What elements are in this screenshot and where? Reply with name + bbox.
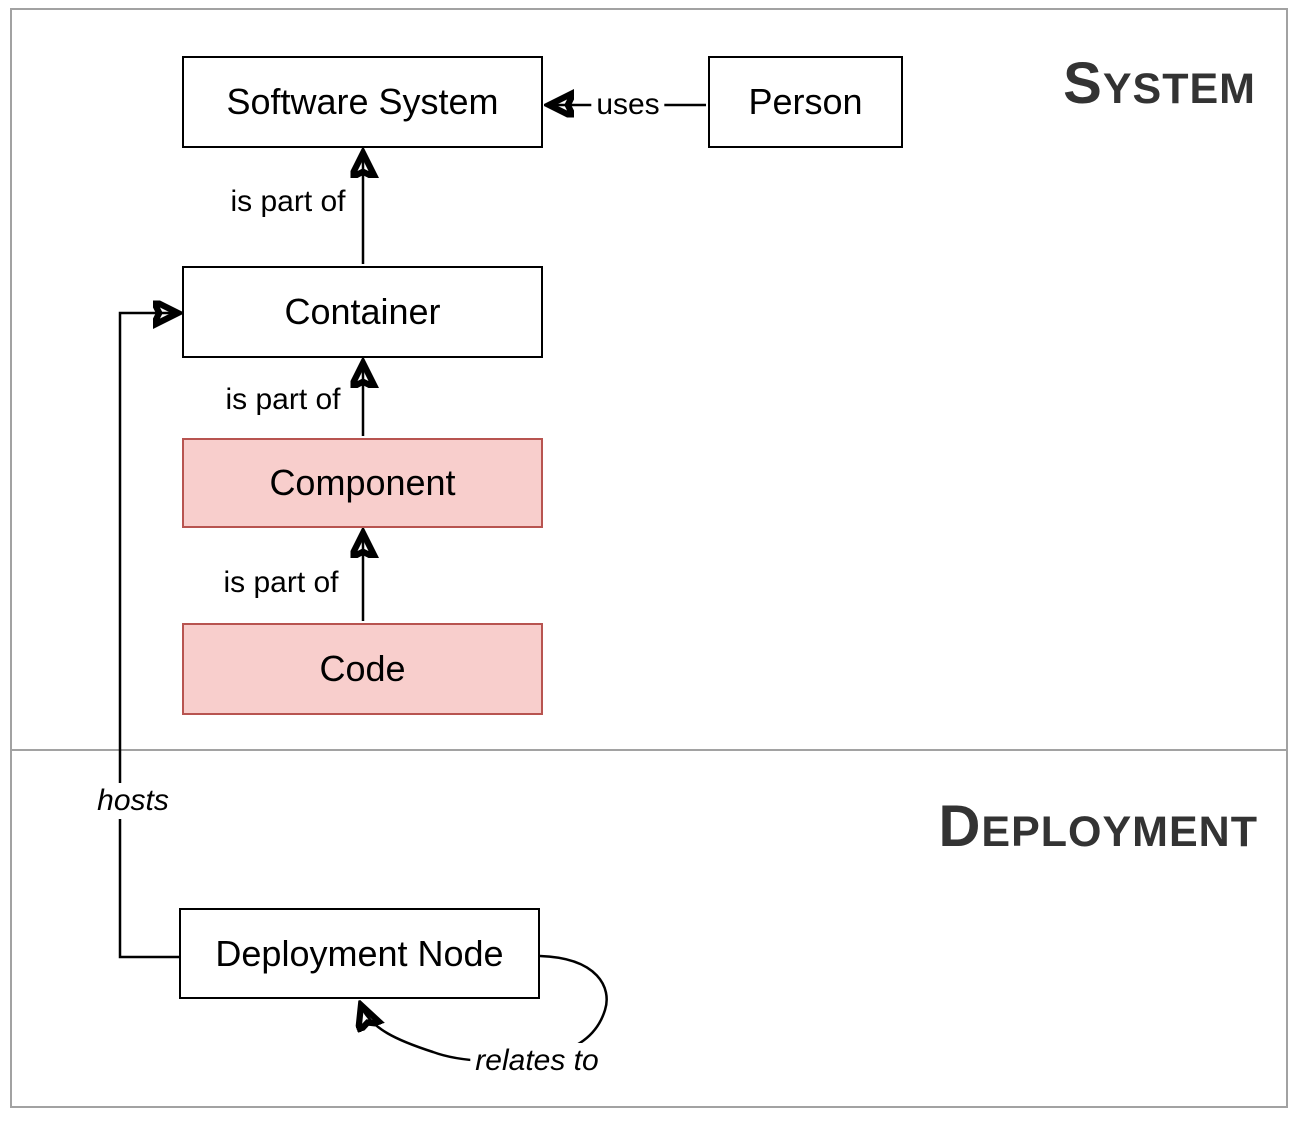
outer-frame (10, 8, 1288, 1108)
node-person-label: Person (748, 81, 863, 122)
edge-label-hosts: hosts (92, 783, 174, 819)
edge-label-component-part-of-container: is part of (225, 383, 341, 416)
node-code-label: Code (319, 648, 406, 689)
section-title-deployment-rest: EPLOYMENT (981, 808, 1258, 856)
node-deployment-node: Deployment Node (179, 908, 540, 999)
edge-label-uses: uses (591, 87, 665, 123)
node-software-system: Software System (182, 56, 543, 148)
node-software-system-label: Software System (226, 81, 499, 122)
node-component-label: Component (269, 462, 456, 503)
section-title-deployment: DEPLOYMENT (939, 798, 1258, 856)
section-title-system-initial: S (1063, 51, 1103, 116)
node-container: Container (182, 266, 543, 358)
node-person: Person (708, 56, 903, 148)
edge-label-relates-to: relates to (470, 1043, 604, 1079)
edge-label-container-part-of-system: is part of (230, 185, 346, 218)
node-container-label: Container (284, 291, 441, 332)
section-title-system-rest: YSTEM (1102, 65, 1256, 113)
edge-hosts-line (118, 313, 179, 959)
edge-label-code-part-of-component: is part of (223, 566, 339, 599)
section-title-deployment-initial: D (938, 794, 982, 859)
node-deployment-node-label: Deployment Node (215, 932, 504, 974)
node-code: Code (182, 623, 543, 715)
section-divider (12, 749, 1286, 751)
node-component: Component (182, 438, 543, 528)
section-title-system: SYSTEM (1063, 55, 1256, 113)
